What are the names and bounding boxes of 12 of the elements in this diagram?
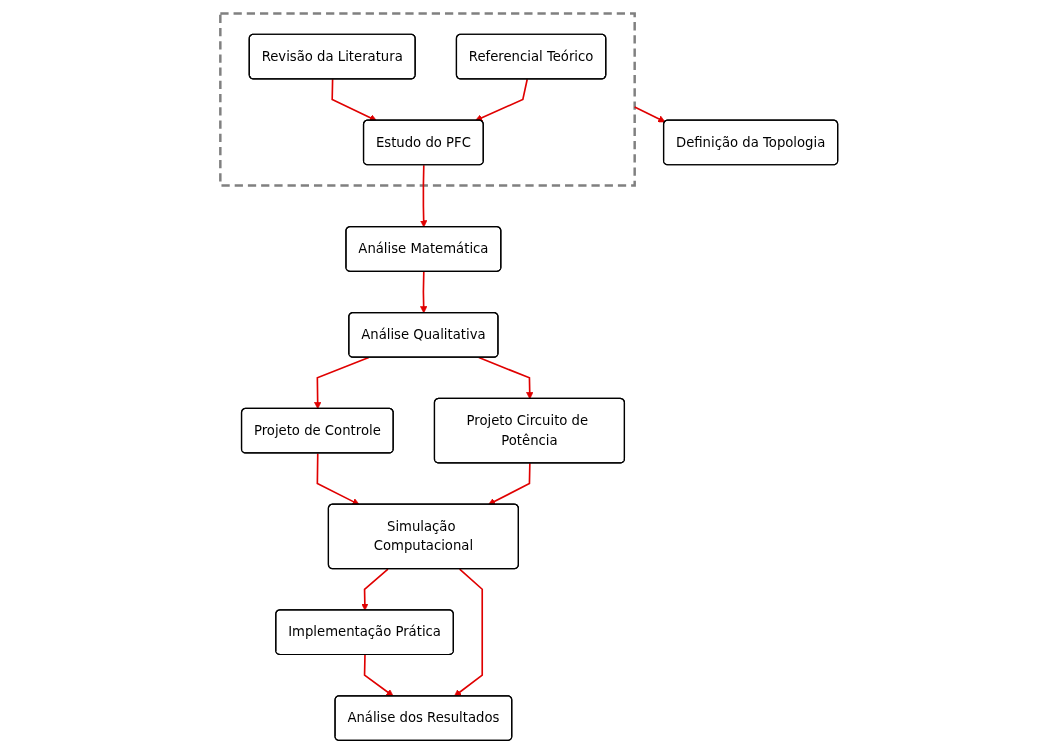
arrow — [313, 356, 370, 409]
arrow — [477, 356, 533, 399]
arrow — [316, 452, 359, 505]
arrow — [633, 105, 665, 122]
arrow — [360, 567, 389, 611]
arrow — [453, 567, 483, 697]
cluster — [218, 11, 636, 187]
arrow — [419, 163, 427, 227]
arrow — [330, 77, 377, 121]
arrow — [419, 270, 427, 313]
arrow — [363, 653, 394, 697]
arrow — [487, 462, 531, 505]
